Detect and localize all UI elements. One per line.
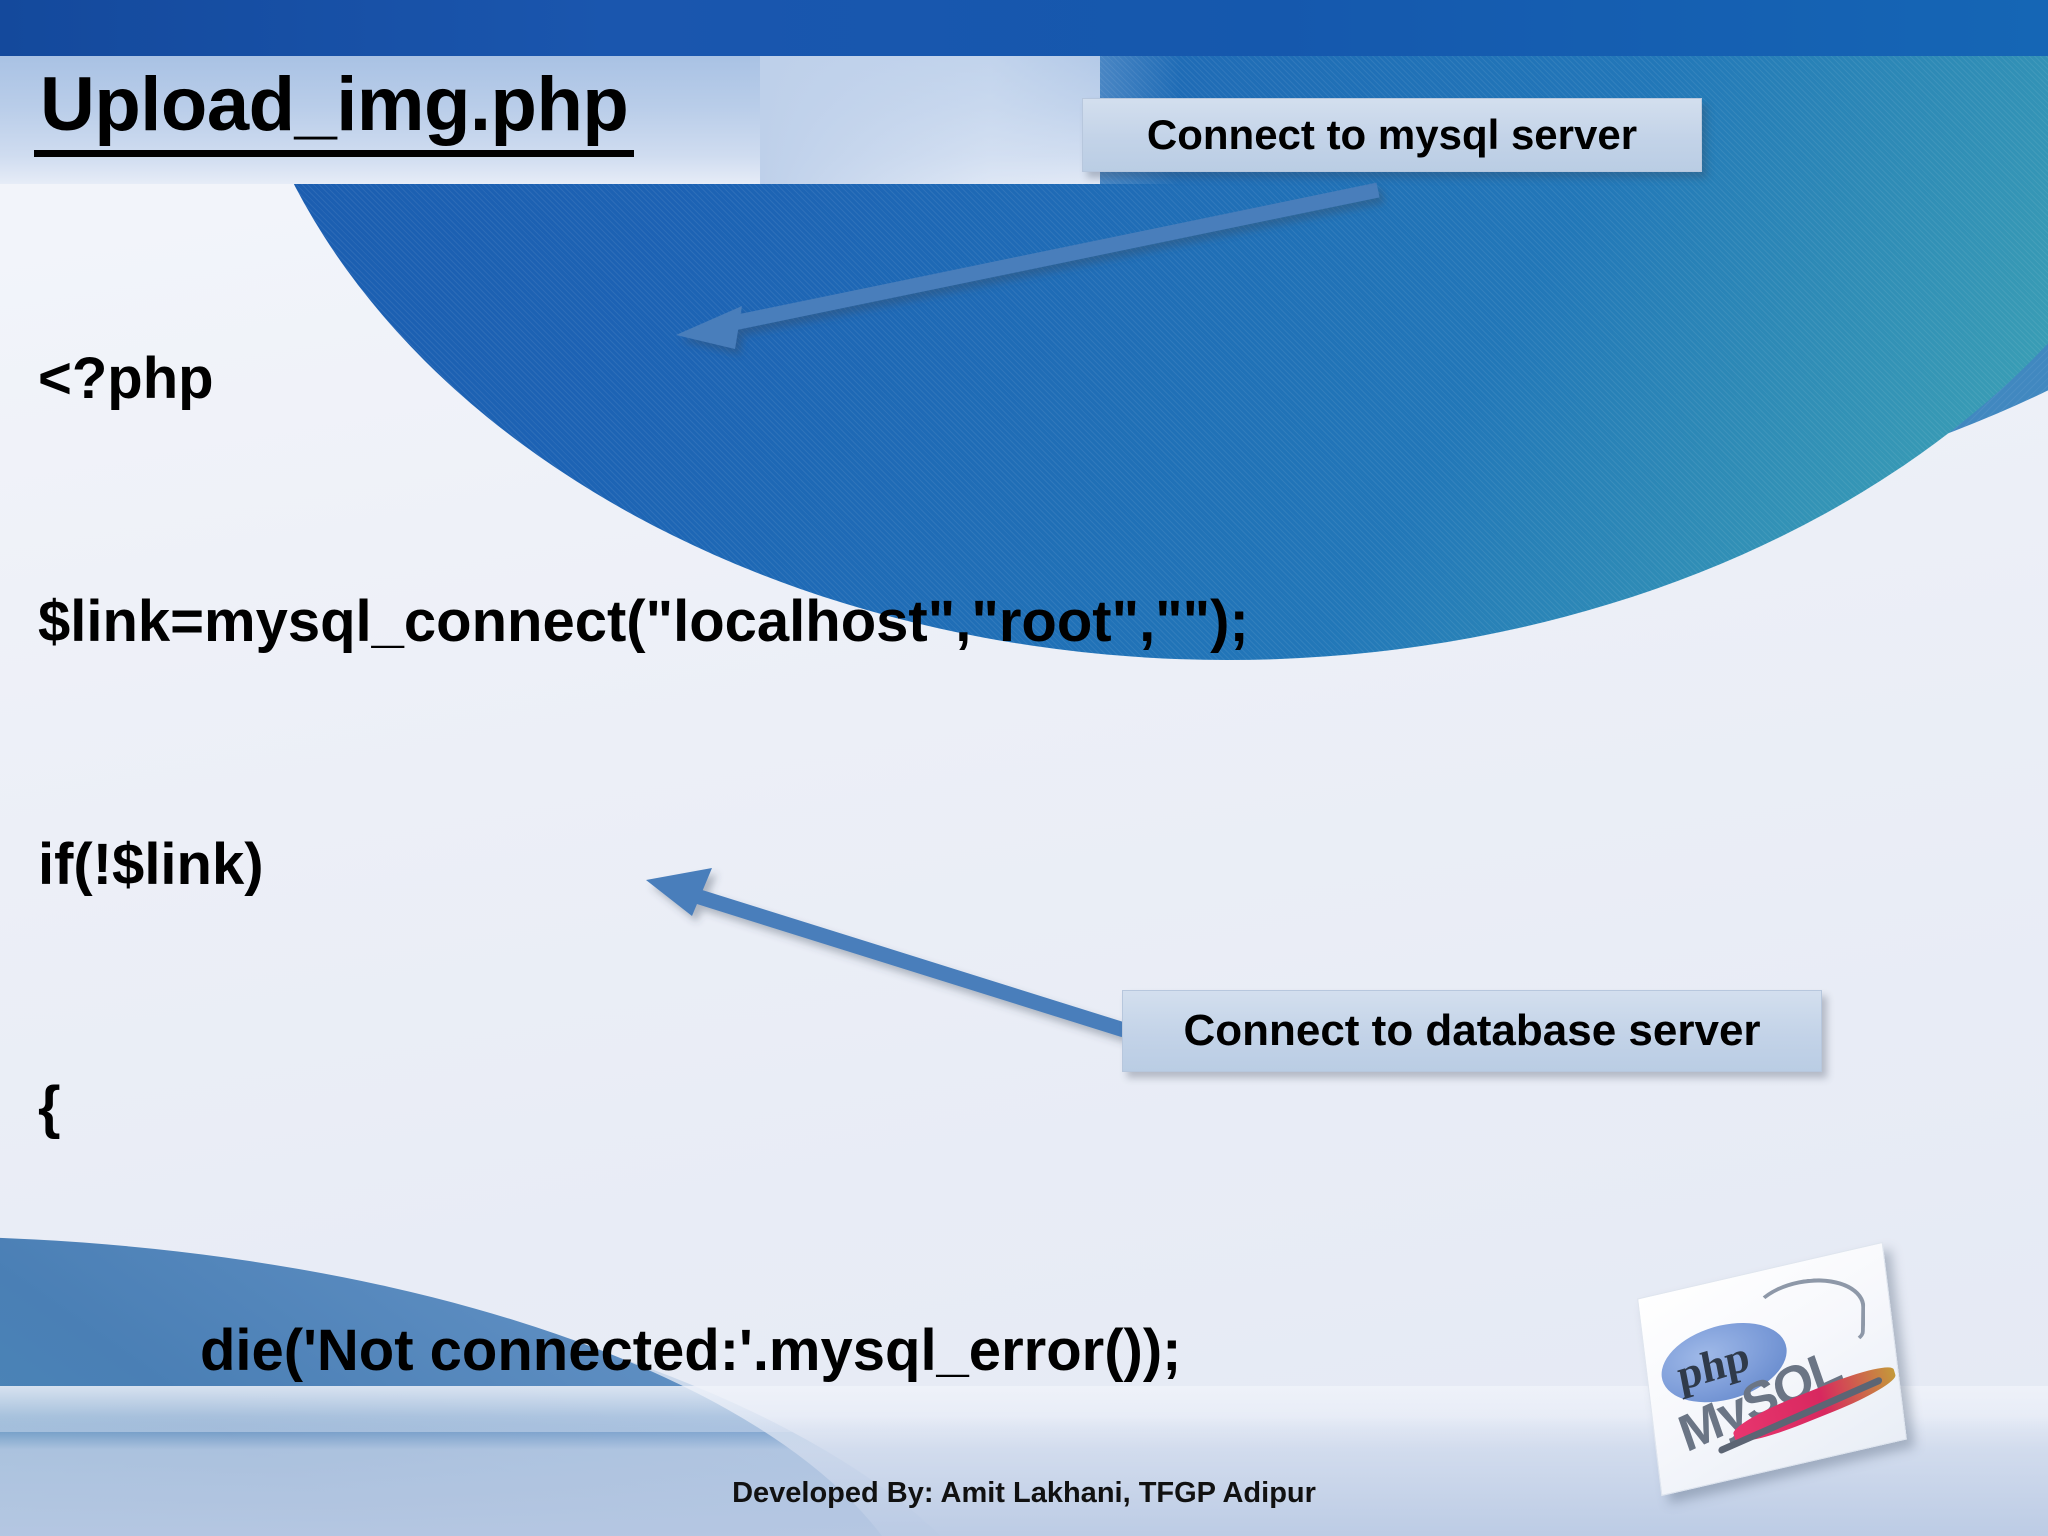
code-line: if(!$link) (38, 832, 264, 897)
callout-connect-to-database-server: Connect to database server (1122, 990, 1822, 1072)
code-line: die('Not connected:'.mysql_error()); (200, 1318, 1182, 1383)
background-top-bar (0, 0, 2048, 56)
page-title: Upload_img.php (34, 66, 635, 157)
code-line: <?php (38, 346, 214, 411)
callout-label: Connect to mysql server (1146, 111, 1638, 158)
footer-credit: Developed By: Amit Lakhani, TFGP Adipur (732, 1477, 1316, 1509)
code-block: <?php $link=mysql_connect("localhost","r… (38, 176, 1638, 1536)
callout-label: Connect to database server (1183, 1006, 1761, 1055)
callout-connect-to-mysql-server: Connect to mysql server (1082, 98, 1702, 172)
code-line: $link=mysql_connect("localhost","root","… (38, 589, 1249, 654)
code-line: { (38, 1075, 61, 1140)
